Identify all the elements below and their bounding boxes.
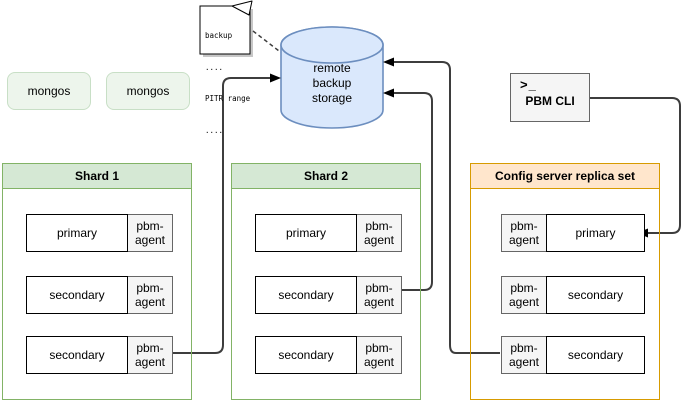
pbm-agent-box: pbm-agent bbox=[357, 214, 402, 252]
node-box: secondary bbox=[26, 276, 128, 314]
node-box: secondary bbox=[255, 336, 357, 374]
node-box: primary bbox=[546, 214, 645, 252]
note-fold-corner bbox=[231, 0, 253, 16]
pbm-agent-box: pbm-agent bbox=[357, 336, 402, 374]
pbm-agent-box: pbm-agent bbox=[501, 214, 546, 252]
config-row-primary: pbm-agent primary bbox=[501, 214, 645, 252]
node-box: secondary bbox=[546, 336, 645, 374]
arrowhead-into-storage-right-upper bbox=[383, 57, 394, 67]
note-shape bbox=[199, 5, 251, 55]
pbm-agent-box: pbm-agent bbox=[501, 276, 546, 314]
config-row-secondary-2: pbm-agent secondary bbox=[501, 336, 645, 374]
mongos-label: mongos bbox=[27, 84, 71, 98]
node-box: primary bbox=[255, 214, 357, 252]
shard1-header: Shard 1 bbox=[3, 164, 191, 189]
node-box: secondary bbox=[255, 276, 357, 314]
storage-label-line: remote bbox=[313, 61, 351, 75]
shard2-row-secondary-2: secondary pbm-agent bbox=[255, 336, 402, 374]
pbm-cli-box: >_ PBM CLI bbox=[510, 73, 590, 122]
shard1-container: Shard 1 primary pbm-agent secondary pbm-… bbox=[2, 163, 192, 400]
shard2-row-primary: primary pbm-agent bbox=[255, 214, 402, 252]
connector-config-agent-to-storage bbox=[394, 61, 500, 354]
backup-note: backup .... PITR range .... bbox=[200, 6, 250, 135]
shard2-container: Shard 2 primary pbm-agent secondary pbm-… bbox=[231, 163, 421, 400]
arrowhead-into-storage-right-lower bbox=[383, 88, 394, 98]
arrowhead-into-storage-left bbox=[270, 73, 281, 83]
pbm-agent-box: pbm-agent bbox=[128, 336, 173, 374]
pbm-agent-box: pbm-agent bbox=[357, 276, 402, 314]
pbm-cli-label: PBM CLI bbox=[525, 94, 575, 108]
pbm-agent-box: pbm-agent bbox=[501, 336, 546, 374]
node-box: secondary bbox=[26, 336, 128, 374]
shard2-row-secondary-1: secondary pbm-agent bbox=[255, 276, 402, 314]
note-line: backup bbox=[205, 31, 233, 40]
connector-pbmcli-to-primary bbox=[590, 97, 681, 234]
config-server-container: Config server replica set pbm-agent prim… bbox=[470, 163, 660, 400]
storage-label-line: backup bbox=[312, 76, 352, 90]
shard1-row-secondary-2: secondary pbm-agent bbox=[26, 336, 173, 374]
pbm-agent-box: pbm-agent bbox=[128, 276, 173, 314]
config-row-secondary-1: pbm-agent secondary bbox=[501, 276, 645, 314]
storage-label-line: storage bbox=[311, 91, 353, 105]
mongos-box-1: mongos bbox=[7, 72, 91, 110]
note-line: .... bbox=[205, 125, 224, 135]
shard1-row-secondary-1: secondary pbm-agent bbox=[26, 276, 173, 314]
node-box: secondary bbox=[546, 276, 645, 314]
mongos-box-2: mongos bbox=[106, 72, 190, 110]
mongos-label: mongos bbox=[126, 84, 170, 98]
pbm-agent-box: pbm-agent bbox=[128, 214, 173, 252]
storage-label: remote backup storage bbox=[291, 61, 373, 106]
storage-cylinder-shape bbox=[280, 26, 384, 129]
connector-shard1-agent-to-storage bbox=[165, 77, 270, 354]
shard2-header: Shard 2 bbox=[232, 164, 420, 189]
config-server-header: Config server replica set bbox=[471, 164, 659, 189]
shard1-row-primary: primary pbm-agent bbox=[26, 214, 173, 252]
terminal-prompt-icon: >_ bbox=[520, 77, 537, 92]
node-box: primary bbox=[26, 214, 128, 252]
note-line: .... bbox=[205, 62, 224, 72]
connector-shard2-agent-to-storage bbox=[394, 92, 433, 291]
note-line: PITR range bbox=[205, 94, 251, 103]
